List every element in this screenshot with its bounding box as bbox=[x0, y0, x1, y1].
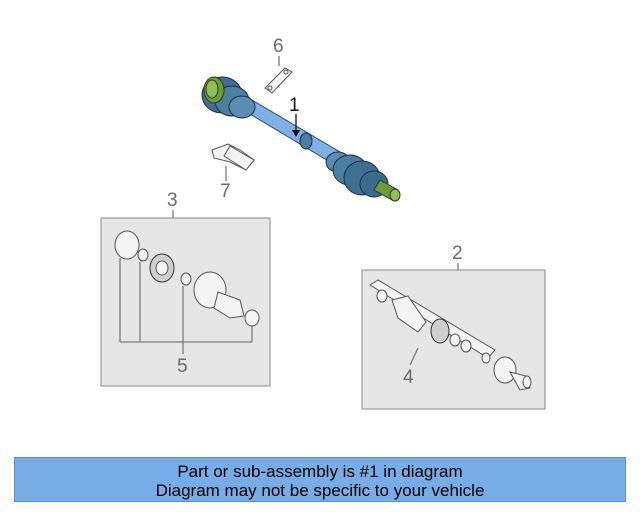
banner-line-1: Part or sub-assembly is #1 in diagram bbox=[177, 462, 463, 481]
callout-4: 4 bbox=[403, 367, 414, 388]
bracket-part-6 bbox=[264, 67, 293, 94]
callout-1: 1 bbox=[289, 95, 300, 116]
outer-joint-parts bbox=[369, 279, 532, 391]
banner-line-2: Diagram may not be specific to your vehi… bbox=[155, 481, 485, 500]
callout-5: 5 bbox=[177, 356, 188, 377]
inner-cv-boot bbox=[201, 76, 256, 119]
leader-5-group bbox=[119, 258, 253, 354]
inner-joint-parts bbox=[114, 230, 260, 327]
leader-4 bbox=[409, 347, 419, 366]
shaft-collar bbox=[299, 132, 313, 150]
panel-inner-joint bbox=[100, 217, 271, 387]
parts-diagram: 1 6 7 3 5 2 bbox=[100, 36, 546, 410]
callout-3: 3 bbox=[167, 190, 178, 211]
callout-7: 7 bbox=[220, 181, 231, 202]
info-banner: Part or sub-assembly is #1 in diagram Di… bbox=[14, 457, 626, 502]
callout-2: 2 bbox=[452, 243, 463, 264]
outer-cv-boot bbox=[325, 151, 401, 202]
axle-shaft-assembly[interactable] bbox=[201, 76, 401, 202]
callout-6: 6 bbox=[273, 36, 284, 57]
arrow-1 bbox=[292, 130, 300, 137]
shield-part-7 bbox=[211, 143, 255, 171]
